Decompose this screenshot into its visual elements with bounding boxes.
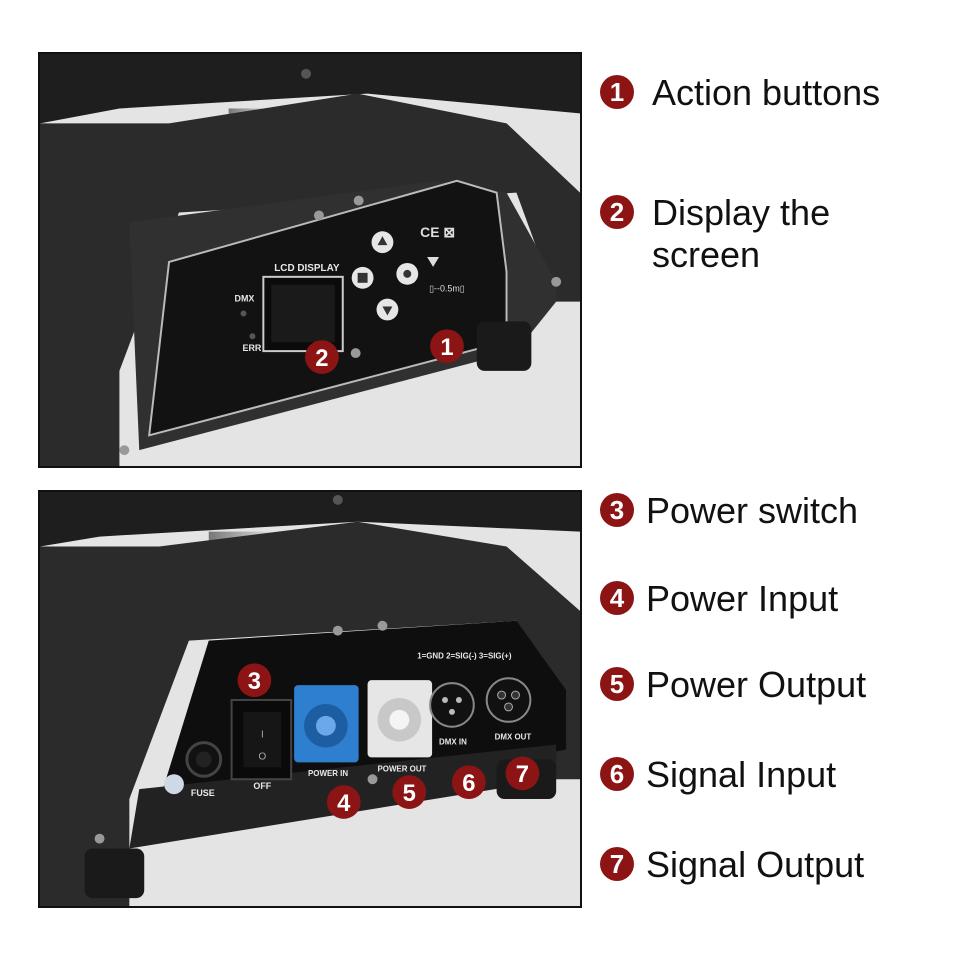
label-display-screen: 2 Display the screen	[600, 192, 882, 276]
label-text-1: Action buttons	[652, 72, 881, 113]
number-badge-7: 7	[600, 847, 634, 881]
fuse-label: FUSE	[191, 788, 215, 798]
top-device-photo: LCD DISPLAY DMX ERR CE ⊠ ▯‑‑0.5m▯ 2 1	[38, 52, 582, 468]
power-in-label: POWER IN	[308, 769, 348, 778]
feature-labels: 1 Action buttons 2 Display the screen 3 …	[600, 0, 960, 960]
err-led-label: ERR	[243, 343, 262, 353]
marker-6: 6	[462, 770, 475, 797]
dmx-led-label: DMX	[235, 294, 255, 304]
svg-text:O: O	[258, 751, 266, 762]
marker-2: 2	[315, 345, 328, 372]
dmx-out-label: DMX OUT	[495, 733, 532, 742]
marker-3: 3	[248, 668, 261, 695]
label-signal-output: 7 Signal Output	[600, 844, 864, 886]
power-out-label: POWER OUT	[378, 764, 427, 773]
label-text-7: Signal Output	[646, 844, 865, 885]
svg-text:I: I	[261, 730, 264, 741]
dmx-wiring-label: 1=GND 2=SIG(-) 3=SIG(+)	[417, 651, 512, 660]
svg-text:CE ⊠: CE ⊠	[420, 224, 455, 240]
marker-7: 7	[516, 761, 529, 788]
number-badge-3: 3	[600, 493, 634, 527]
label-power-switch: 3 Power switch	[600, 490, 858, 532]
number-badge-1: 1	[600, 75, 634, 109]
action-buttons	[351, 231, 419, 321]
label-action-buttons: 1 Action buttons	[600, 72, 880, 114]
label-power-input: 4 Power Input	[600, 578, 838, 620]
label-power-output: 5 Power Output	[600, 664, 866, 706]
number-badge-2: 2	[600, 195, 634, 229]
number-badge-4: 4	[600, 581, 634, 615]
off-label: OFF	[253, 781, 271, 791]
bottom-device-photo: FUSE I O OFF POWER IN POWER OUT 1=GND 2=…	[38, 490, 582, 908]
svg-text:▯‑‑0.5m▯: ▯‑‑0.5m▯	[429, 284, 465, 294]
label-text-2: Display the screen	[652, 192, 831, 275]
lcd-display-label: LCD DISPLAY	[274, 263, 340, 274]
label-signal-input: 6 Signal Input	[600, 754, 836, 796]
marker-4: 4	[337, 790, 351, 817]
marker-1: 1	[440, 334, 453, 361]
label-text-3: Power switch	[646, 490, 859, 531]
label-text-5: Power Output	[646, 664, 867, 705]
number-badge-6: 6	[600, 757, 634, 791]
dmx-in-label: DMX IN	[439, 738, 467, 747]
marker-5: 5	[403, 780, 416, 807]
number-badge-5: 5	[600, 667, 634, 701]
label-text-4: Power Input	[646, 578, 839, 619]
label-text-6: Signal Input	[646, 754, 837, 795]
